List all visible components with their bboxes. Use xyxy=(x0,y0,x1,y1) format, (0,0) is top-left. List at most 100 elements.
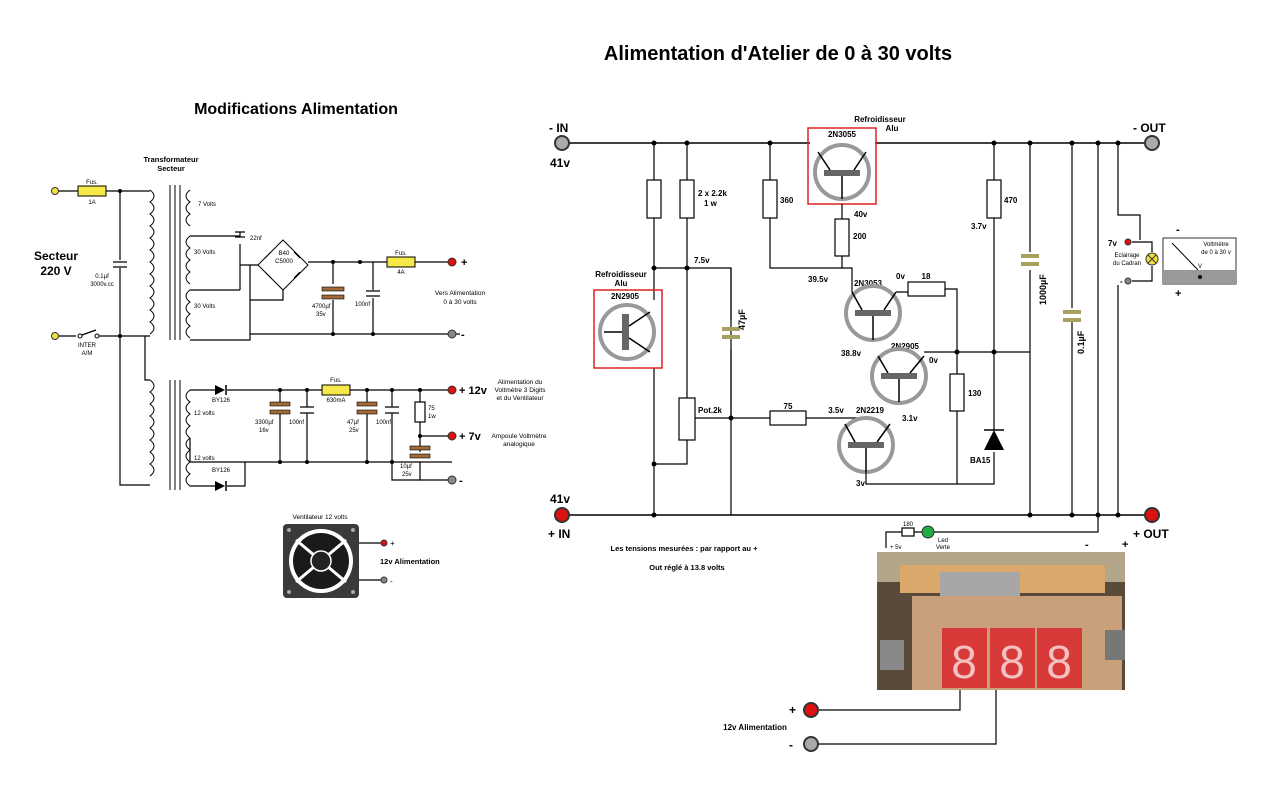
svg-text:0.1µF: 0.1µF xyxy=(1076,330,1086,354)
svg-text:2N2905: 2N2905 xyxy=(611,292,640,301)
svg-text:du Cadran: du Cadran xyxy=(1113,261,1141,267)
svg-text:39.5v: 39.5v xyxy=(808,275,829,284)
svg-text:18: 18 xyxy=(922,272,931,281)
svg-text:2N2905: 2N2905 xyxy=(891,342,920,351)
svg-text:Fus.: Fus. xyxy=(330,378,342,384)
svg-text:2N3055: 2N3055 xyxy=(828,130,857,139)
resistor-2x2.2k xyxy=(679,179,695,219)
svg-text:BY126: BY126 xyxy=(212,398,231,404)
svg-text:-: - xyxy=(789,738,793,752)
terminal-7v xyxy=(447,431,457,441)
svg-text:-: - xyxy=(461,329,465,341)
resistor-75 xyxy=(769,410,807,426)
svg-text:1 w: 1 w xyxy=(704,199,718,208)
bridge-rectifier xyxy=(257,239,309,291)
led-green-icon xyxy=(921,525,935,539)
svg-text:Alu: Alu xyxy=(615,279,628,288)
resistor-r1 xyxy=(646,179,662,219)
svg-text:3.7v: 3.7v xyxy=(971,222,987,231)
svg-text:10µf: 10µf xyxy=(400,464,412,470)
svg-text:A/M: A/M xyxy=(82,351,93,357)
svg-text:0v: 0v xyxy=(896,272,905,281)
svg-text:38.8v: 38.8v xyxy=(841,349,862,358)
svg-text:100nf: 100nf xyxy=(289,420,304,426)
svg-text:7 Volts: 7 Volts xyxy=(198,202,216,208)
resistor-360 xyxy=(762,179,778,219)
svg-text:Les tensions mesurées : par ra: Les tensions mesurées : par rapport au + xyxy=(611,544,759,553)
svg-text:Eclairage: Eclairage xyxy=(1114,253,1140,259)
svg-text:analogique: analogique xyxy=(503,441,535,448)
svg-text:8: 8 xyxy=(951,636,977,688)
svg-text:630mA: 630mA xyxy=(326,398,345,404)
secteur-label: Secteur xyxy=(34,249,78,263)
mains-terminal-top xyxy=(51,187,59,195)
svg-text:12 volts: 12 volts xyxy=(194,456,215,462)
svg-text:75: 75 xyxy=(784,402,793,411)
svg-text:2N2219: 2N2219 xyxy=(856,406,885,415)
in-plus-terminal xyxy=(554,507,570,523)
svg-text:Alu: Alu xyxy=(886,124,899,133)
voltmeter-icon xyxy=(1162,237,1237,285)
svg-text:Ampoule Voltmètre: Ampoule Voltmètre xyxy=(492,433,547,440)
diode-by126-1 xyxy=(215,385,225,395)
transistor-2n3055 xyxy=(813,143,871,201)
fuse-630ma xyxy=(321,384,351,396)
svg-text:7v: 7v xyxy=(1108,239,1117,248)
terminal-gnd-aux xyxy=(447,475,457,485)
fan-icon xyxy=(283,524,359,598)
svg-text:Voltmètre 3 Digits: Voltmètre 3 Digits xyxy=(495,387,547,394)
svg-text:Voltmètre: Voltmètre xyxy=(1203,242,1229,248)
svg-text:75: 75 xyxy=(428,406,435,412)
digit-2: 8 xyxy=(990,628,1035,688)
out-minus-terminal xyxy=(1144,135,1160,151)
svg-text:Refroidisseur: Refroidisseur xyxy=(595,270,647,279)
svg-text:130: 130 xyxy=(968,389,982,398)
svg-text:360: 360 xyxy=(780,196,794,205)
svg-text:Fus.: Fus. xyxy=(86,180,98,186)
svg-text:30 Volts: 30 Volts xyxy=(194,250,215,256)
svg-text:25v: 25v xyxy=(349,428,359,434)
heatsink-2n2905 xyxy=(593,289,663,369)
svg-text:16v: 16v xyxy=(259,428,269,434)
resistor-470 xyxy=(986,179,1002,219)
svg-text:B40: B40 xyxy=(279,251,290,257)
mains-terminal-bottom xyxy=(51,332,59,340)
svg-text:BA15: BA15 xyxy=(970,456,991,465)
svg-text:3000v.cc: 3000v.cc xyxy=(90,282,114,288)
svg-text:- OUT: - OUT xyxy=(1133,121,1166,135)
svg-text:+: + xyxy=(1175,288,1181,300)
svg-text:Alimentation du: Alimentation du xyxy=(498,379,543,386)
svg-text:0 à 30 volts: 0 à 30 volts xyxy=(443,299,477,306)
transformer-1-primary xyxy=(149,189,155,335)
transistor-2n2219 xyxy=(837,416,895,474)
svg-text:+ 5v: + 5v xyxy=(890,545,902,551)
svg-text:et du Ventilateur: et du Ventilateur xyxy=(497,395,545,402)
svg-text:2 x 2.2k: 2 x 2.2k xyxy=(698,189,727,198)
svg-text:-: - xyxy=(390,577,393,586)
svg-text:INTER: INTER xyxy=(78,343,97,349)
svg-text:40v: 40v xyxy=(854,210,868,219)
fuse-4a xyxy=(386,256,416,268)
lamp-icon xyxy=(1145,252,1159,266)
resistor-75-1w xyxy=(414,401,426,423)
svg-text:8: 8 xyxy=(999,636,1025,688)
out-plus-terminal-30v xyxy=(447,257,457,267)
svg-text:+ OUT: + OUT xyxy=(1133,527,1169,541)
svg-text:3v: 3v xyxy=(856,479,865,488)
svg-text:+: + xyxy=(1122,539,1128,551)
svg-text:3.1v: 3.1v xyxy=(902,414,918,423)
svg-text:100nf: 100nf xyxy=(376,420,391,426)
svg-text:1w: 1w xyxy=(428,414,436,420)
digit-1: 8 xyxy=(942,628,987,688)
digit-3: 8 xyxy=(1037,628,1082,688)
in-minus-terminal xyxy=(554,135,570,151)
svg-text:12 volts: 12 volts xyxy=(194,411,215,417)
svg-text:4A: 4A xyxy=(397,270,404,276)
transistor-2n2905-b xyxy=(870,347,928,405)
out-minus-terminal-30v xyxy=(447,329,457,339)
out-plus-terminal xyxy=(1144,507,1160,523)
svg-text:47µF: 47µF xyxy=(737,309,747,330)
svg-text:Transformateur: Transformateur xyxy=(143,155,198,164)
